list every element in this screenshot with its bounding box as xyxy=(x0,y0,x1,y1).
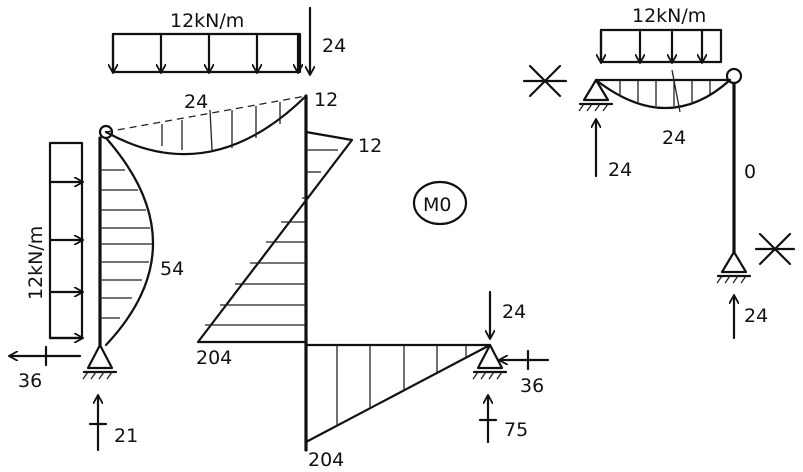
mid-moment-label: 204 xyxy=(196,347,232,369)
sub-distributed-load xyxy=(601,28,723,62)
sub-left-reaction-label: 24 xyxy=(608,159,632,181)
left-load-label: 12kN/m xyxy=(25,226,47,300)
beam-moment-curve xyxy=(104,94,308,156)
sub-bottom-reaction-label: 24 xyxy=(744,305,768,327)
top-load-label: 12kN/m xyxy=(170,10,244,32)
right-vertical-reaction-label: 75 xyxy=(504,419,528,441)
sub-bottom-pin-support xyxy=(716,250,752,284)
diagram-tag-circle xyxy=(412,180,468,226)
right-horizontal-reaction-arrow xyxy=(500,349,550,371)
beam-mid-moment-label: 24 xyxy=(184,91,208,113)
left-vertical-reaction-label: 21 xyxy=(114,425,138,447)
left-vertical-reaction-arrow xyxy=(88,396,108,452)
left-distributed-load xyxy=(48,141,82,338)
left-horizontal-reaction-label: 36 xyxy=(18,370,42,392)
sub-column-moment-label: 0 xyxy=(744,161,756,183)
left-pin-support xyxy=(82,343,118,380)
top-distributed-load xyxy=(113,32,300,72)
bottom-moment-diagram xyxy=(304,343,492,444)
bottom-moment-label: 204 xyxy=(308,449,344,471)
right-horizontal-reaction-label: 36 xyxy=(520,375,544,397)
sub-load-label: 12kN/m xyxy=(632,5,706,27)
beam-end-moment-label: 12 xyxy=(314,89,338,111)
sub-left-pin-support xyxy=(578,78,614,112)
left-column-moment-curve xyxy=(100,136,155,347)
sub-bottom-cross-mark xyxy=(754,232,796,266)
sub-left-cross-mark xyxy=(522,64,568,98)
right-vertical-reaction-arrow xyxy=(478,396,498,444)
right-pin-support xyxy=(472,343,508,380)
right-column-top-moment-label: 12 xyxy=(358,135,382,157)
top-point-load-label: 24 xyxy=(322,35,346,57)
sub-beam-moment-curve xyxy=(594,69,732,113)
diagram-tag-label: M0 xyxy=(423,194,451,216)
right-point-load-label: 24 xyxy=(502,301,526,323)
left-horizontal-reaction-arrow xyxy=(10,345,82,367)
left-column-moment-label: 54 xyxy=(160,258,184,280)
sub-hinge-node xyxy=(725,67,743,85)
sub-beam-moment-label: 24 xyxy=(662,127,686,149)
right-column-moment-diagram xyxy=(196,130,354,344)
